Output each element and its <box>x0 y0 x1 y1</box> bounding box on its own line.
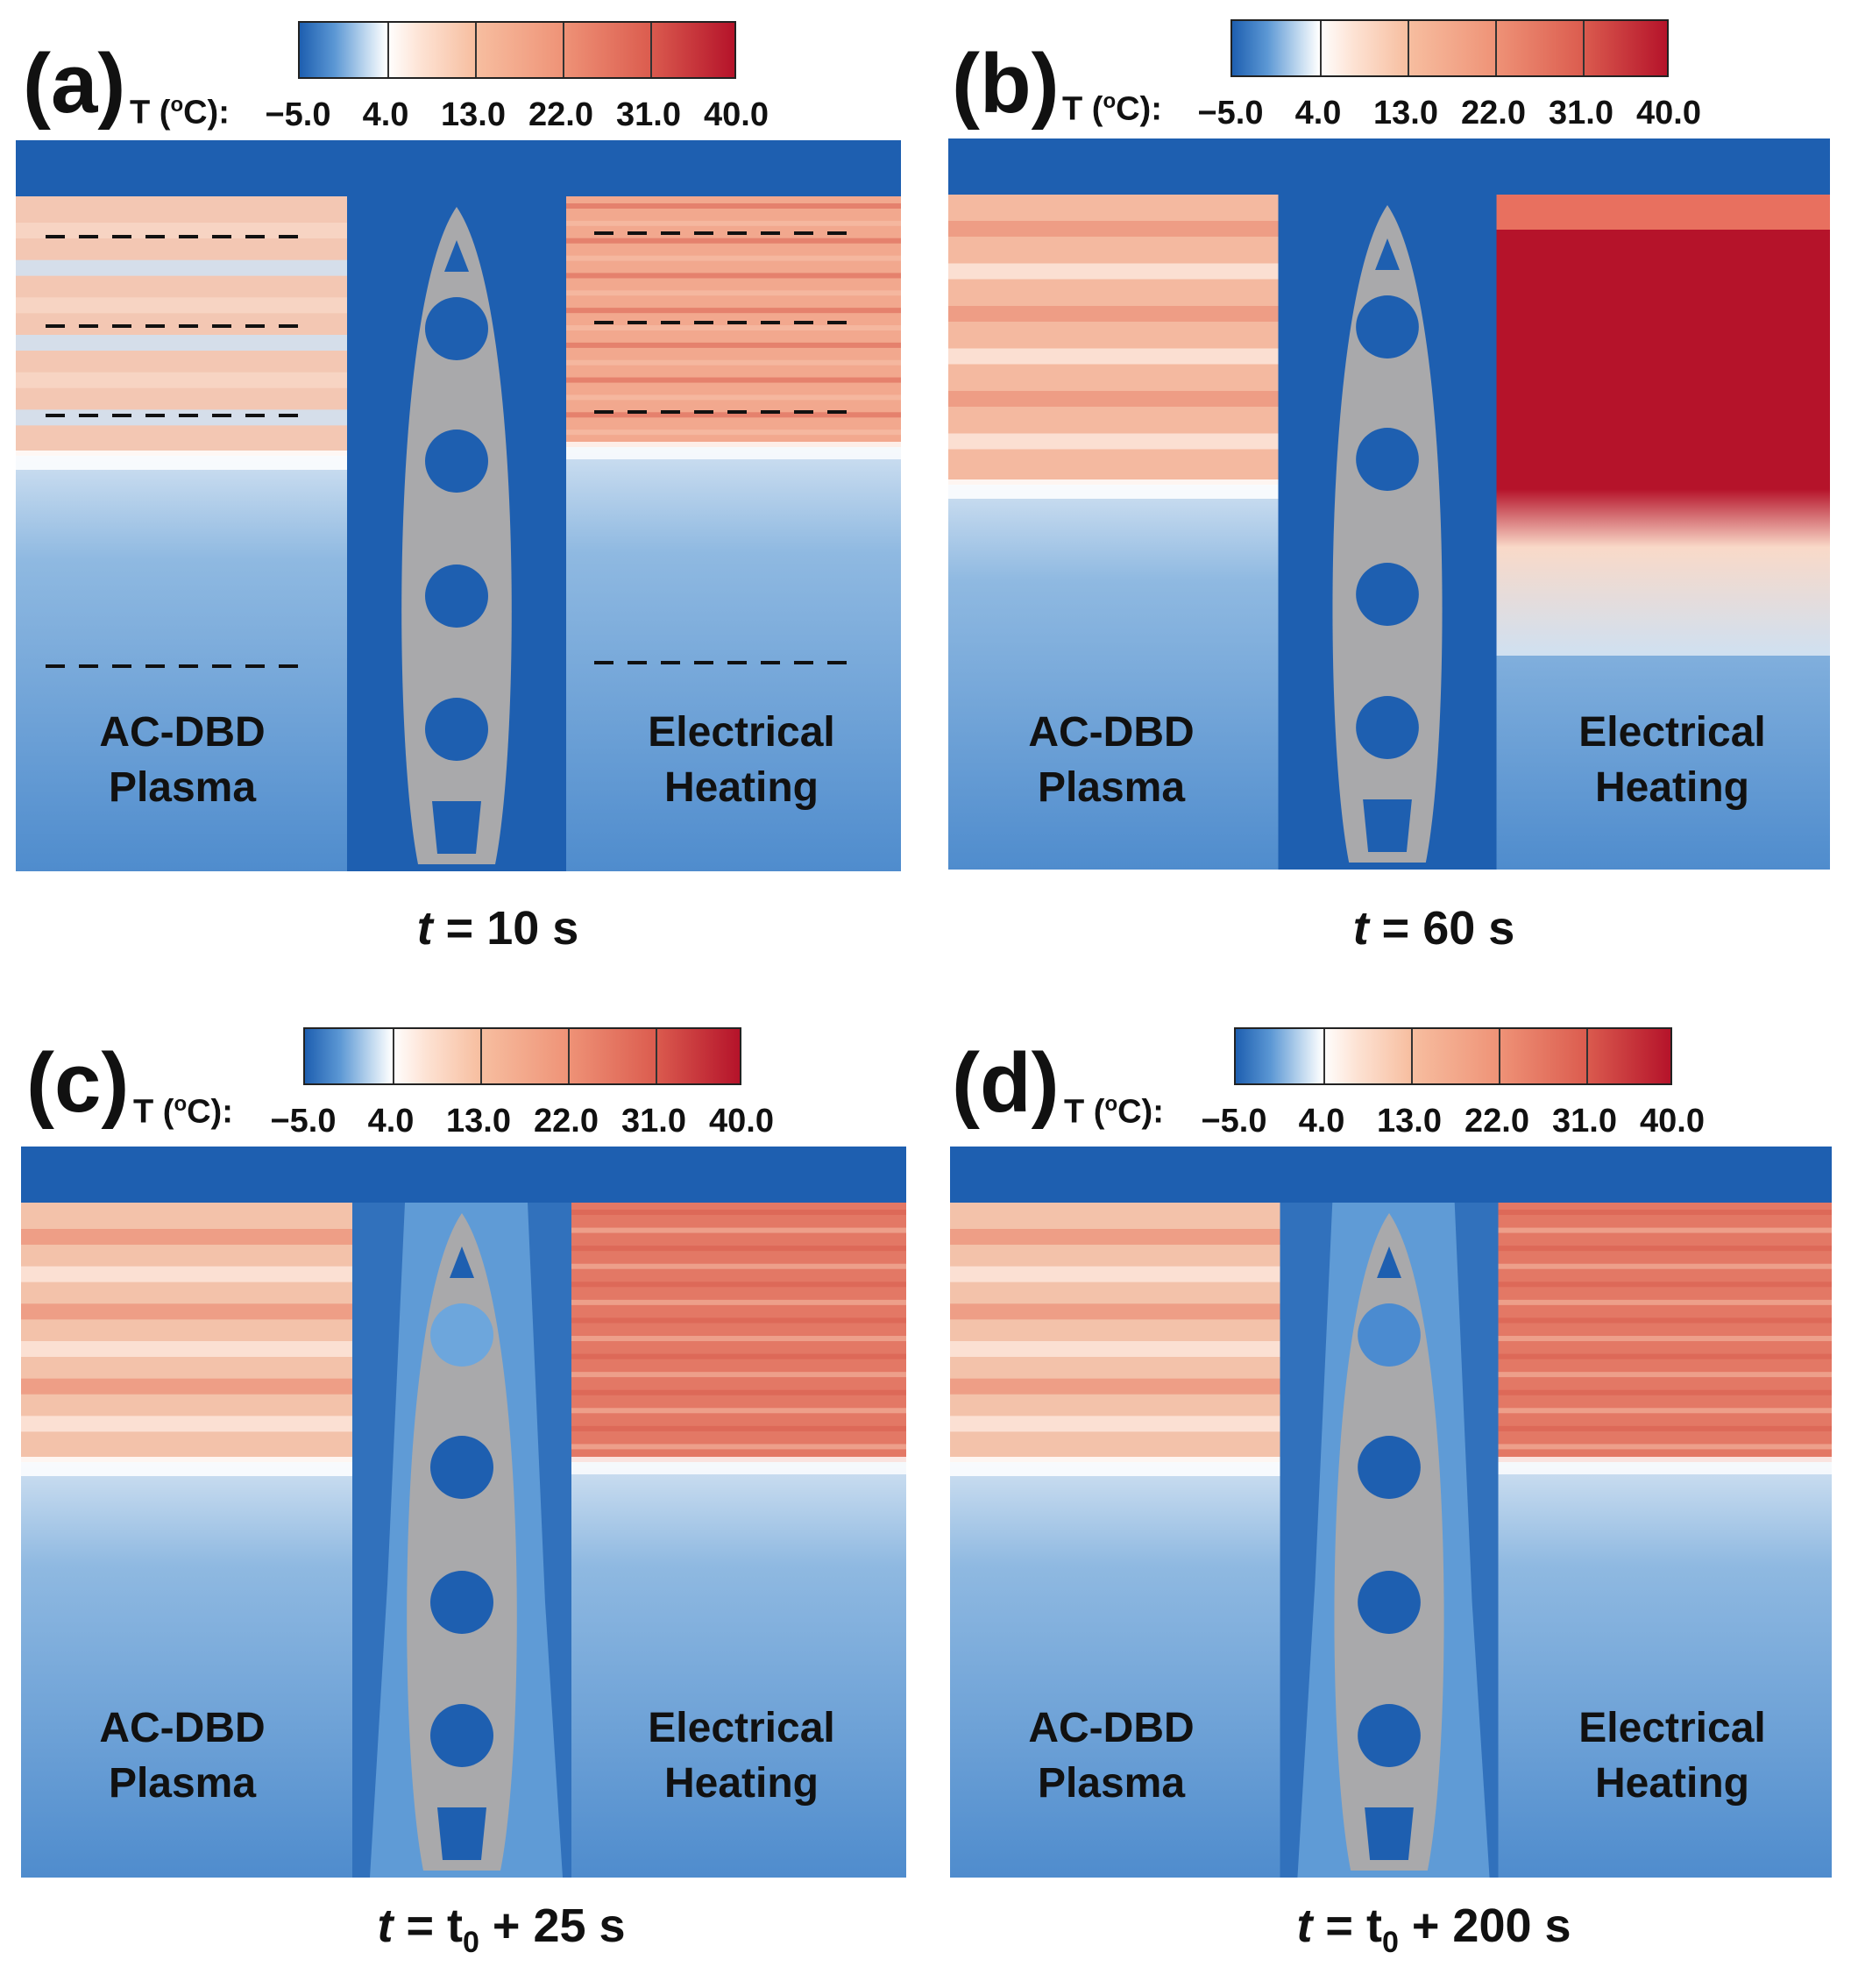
colorbar <box>1230 19 1669 77</box>
colorbar-title: T (oC): <box>133 1092 233 1131</box>
colorbar-tick-label: 13.0 <box>441 96 506 133</box>
colorbar-tick-label: 40.0 <box>709 1103 774 1140</box>
colorbar-tick-label: −5.0 <box>1197 95 1264 131</box>
colorbar-tick-label: 13.0 <box>1377 1103 1442 1140</box>
time-label: t = t0 + 200 s <box>1296 1899 1571 1959</box>
temperature-map <box>16 140 901 871</box>
blade-cross-section <box>1332 205 1443 863</box>
colorbar-tick-label: 31.0 <box>621 1103 686 1140</box>
panel-letter: (b) <box>952 37 1060 131</box>
colorbar-tick-label: −5.0 <box>270 1103 337 1140</box>
time-label: t = 10 s <box>416 902 579 955</box>
colorbar-tick-label: 22.0 <box>1461 95 1526 131</box>
colorbar-title: T (oC): <box>130 93 230 131</box>
colorbar-title: T (oC): <box>1062 89 1162 128</box>
temperature-field <box>21 1147 906 1878</box>
temperature-field <box>948 138 1830 870</box>
colorbar-tick-label: 4.0 <box>362 96 409 133</box>
colorbar-tick-label: 13.0 <box>1373 95 1438 131</box>
panel-letter: (d) <box>952 1036 1060 1130</box>
colorbar <box>303 1027 741 1085</box>
colorbar-tick-label: 31.0 <box>1549 95 1613 131</box>
colorbar-tick-label: 40.0 <box>1640 1103 1705 1140</box>
time-label: t = t0 + 25 s <box>377 1899 626 1959</box>
colorbar-tick-label: 22.0 <box>1464 1103 1529 1140</box>
panel-letter: (c) <box>26 1036 130 1130</box>
colorbar-tick-label: 31.0 <box>616 96 681 133</box>
colorbar-tick-label: −5.0 <box>265 96 331 133</box>
colorbar-title: T (oC): <box>1064 1092 1164 1131</box>
temperature-field <box>16 140 901 871</box>
temperature-map <box>21 1147 906 1878</box>
colorbar-tick-label: 4.0 <box>1294 95 1342 131</box>
colorbar-tick-label: −5.0 <box>1201 1103 1267 1140</box>
colorbar <box>1234 1027 1672 1085</box>
colorbar-tick-label: 31.0 <box>1552 1103 1617 1140</box>
blade-cross-section <box>407 1213 517 1871</box>
blade-cross-section <box>1334 1213 1444 1871</box>
colorbar <box>298 21 736 79</box>
colorbar-tick-label: 13.0 <box>446 1103 511 1140</box>
colorbar-tick-label: 22.0 <box>534 1103 599 1140</box>
colorbar-tick-label: 40.0 <box>1636 95 1701 131</box>
colorbar-tick-label: 4.0 <box>1298 1103 1345 1140</box>
panel-letter: (a) <box>23 37 126 131</box>
blade-cross-section <box>401 207 512 864</box>
time-label: t = 60 s <box>1352 902 1515 955</box>
temperature-map <box>948 138 1830 870</box>
temperature-map <box>950 1147 1832 1878</box>
colorbar-tick-label: 22.0 <box>528 96 593 133</box>
temperature-field <box>950 1147 1832 1878</box>
colorbar-tick-label: 4.0 <box>367 1103 415 1140</box>
colorbar-tick-label: 40.0 <box>704 96 769 133</box>
